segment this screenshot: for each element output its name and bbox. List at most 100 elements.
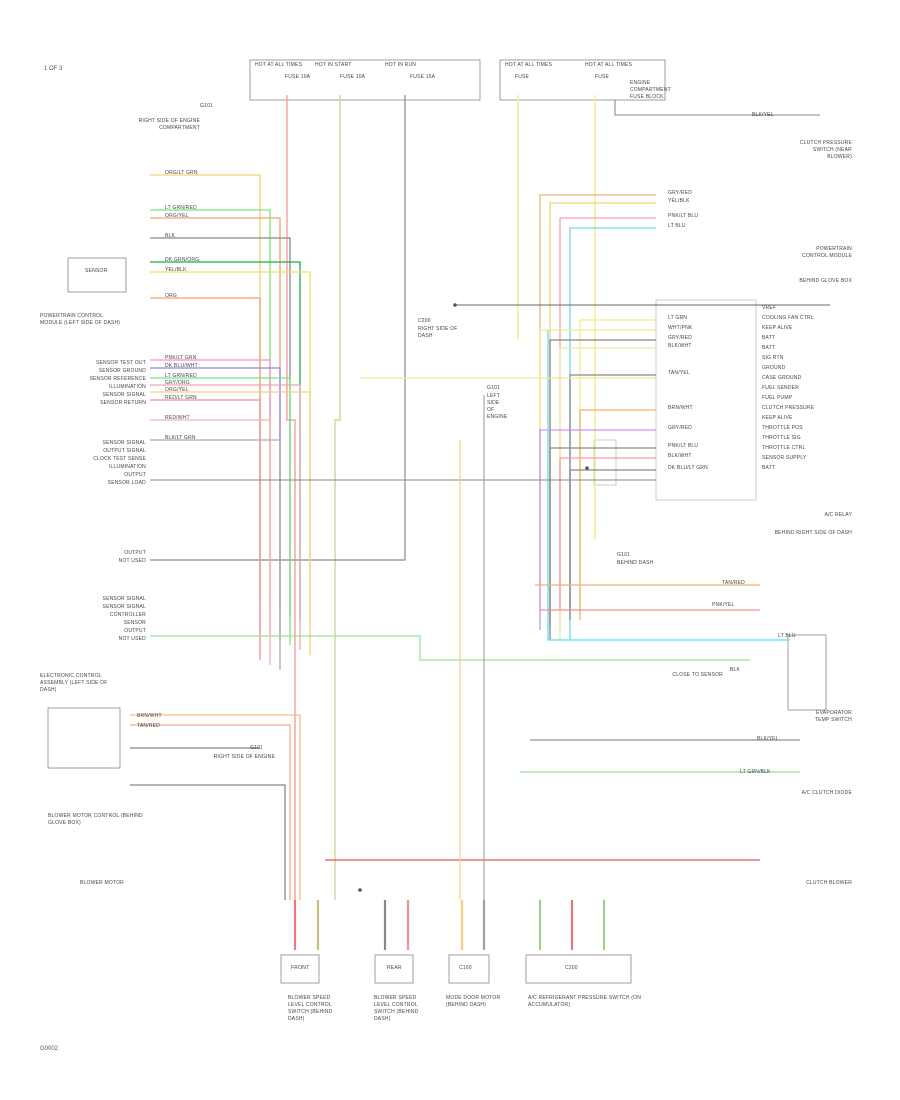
bottom-conn-caption-2: BLOWER SPEED LEVEL CONTROL SWITCH (BEHIN… xyxy=(374,995,419,1022)
wire-color-right-11: PNK/LT BLU xyxy=(668,443,699,449)
lower-right-caption: A/C CLUTCH DIODE xyxy=(801,790,852,796)
module-pin-d-4: OUTPUT xyxy=(124,628,146,634)
wire-1 xyxy=(334,95,341,900)
top-switch-desc: CLUTCH PRESSURE SWITCH (NEAR BLOWER) xyxy=(799,140,852,160)
module-pin-d-5: NOT USED xyxy=(118,636,146,642)
module-pin-b-1: OUTPUT SIGNAL xyxy=(103,448,146,454)
center-box-label: G101 xyxy=(487,385,501,391)
junction-node-2 xyxy=(585,466,589,470)
module-pin-c-0: OUTPUT xyxy=(124,550,146,556)
right-pin-3: BATT xyxy=(762,335,776,341)
ground-label: G101 xyxy=(200,103,214,109)
right-pin-10: CLUTCH PRESSURE xyxy=(762,405,815,411)
bottom-conn-label-1: FRONT xyxy=(291,965,310,971)
wire-11 xyxy=(150,271,311,625)
right-pin-5: SIG RTN xyxy=(762,355,784,361)
wire-17 xyxy=(150,391,311,655)
wire-color-right-8: TAN/YEL xyxy=(668,370,690,376)
sensor-box xyxy=(67,257,127,293)
wire-color-right-5: WHT/PNK xyxy=(668,325,693,331)
fuse-left-r2-1: FUSE 10A xyxy=(285,74,311,80)
wire-color-right-10: GRY/RED xyxy=(668,425,693,431)
lower-wire-1: BRN/WHT xyxy=(137,713,162,719)
mid-label-desc: BEHIND DASH xyxy=(617,560,654,566)
wire-15 xyxy=(150,377,291,645)
module-pin-c-1: NOT USED xyxy=(118,558,146,564)
fuse-left-r2-3: FUSE 15A xyxy=(410,74,436,80)
junction-node-1 xyxy=(453,303,457,307)
lower-module-box xyxy=(47,707,121,769)
wire-color-right-1: YEL/BLK xyxy=(668,198,690,204)
bottom-connector-box-1 xyxy=(280,954,320,984)
bottom-left-caption: BLOWER MOTOR xyxy=(80,880,124,886)
right-pin-12: THROTTLE POS xyxy=(762,425,803,431)
bottom-conn-caption-3: MODE DOOR MOTOR (BEHIND DASH) xyxy=(446,995,501,1008)
bottom-conn-label-4: C200 xyxy=(565,965,578,971)
right-pin-4: BATT xyxy=(762,345,776,351)
wire-57 xyxy=(150,635,750,661)
wire-color-left-7: PNK/LT GRN xyxy=(165,355,197,361)
module-pin-b-5: SENSOR LOAD xyxy=(107,480,146,486)
module-pin-a-2: SENSOR REFERENCE xyxy=(89,376,146,382)
wire-color-left-3: BLK xyxy=(165,233,176,239)
right-module-title: POWERTRAIN CONTROL MODULE xyxy=(802,246,852,259)
wire-28 xyxy=(569,227,656,640)
wire-35 xyxy=(539,429,656,630)
wire-0 xyxy=(286,95,296,900)
right-pin-6: GROUND xyxy=(762,365,786,371)
wire-color-right-0: GRY/RED xyxy=(668,190,693,196)
fuse-left-2: HOT IN START xyxy=(315,62,352,68)
ground-ref-desc: CLOSE TO SENSOR xyxy=(672,672,723,678)
fuse-right-1: HOT AT ALL TIMES xyxy=(505,62,553,68)
module-pin-d-0: SENSOR SIGNAL xyxy=(102,596,146,602)
wire-34 xyxy=(579,409,656,620)
fuse-left-1: HOT AT ALL TIMES xyxy=(255,62,303,68)
relay-wire-1: TAN/RED xyxy=(722,580,745,586)
mid-label: G101 xyxy=(617,552,631,558)
blower-label: BLOWER MOTOR CONTROL (BEHIND GLOVE BOX) xyxy=(48,813,143,826)
center-box-desc: LEFT SIDE OF ENGINE xyxy=(487,393,508,420)
wire-39 xyxy=(547,330,790,641)
diagram-code: G0002 xyxy=(40,1046,59,1052)
right-relay-box xyxy=(787,634,827,711)
ground-ref: BLK xyxy=(730,667,741,673)
right-pin-11: KEEP ALIVE xyxy=(762,415,793,421)
module-pin-b-2: CLOCK TEST SENSE xyxy=(93,456,146,462)
wire-19 xyxy=(150,419,271,665)
fuse-left-r2-2: FUSE 10A xyxy=(340,74,366,80)
wire-27 xyxy=(559,217,656,630)
wire-18 xyxy=(150,399,261,660)
wire-21 xyxy=(130,714,301,900)
bottom-right-caption: CLUTCH BLOWER xyxy=(806,880,852,886)
lower-wire-2: TAN/RED xyxy=(137,723,160,729)
bottom-connector-box-3 xyxy=(448,954,490,984)
wire-color-left-8: DK BLU/WHT xyxy=(165,363,198,369)
bottom-conn-caption-4: A/C REFRIGERANT PRESSURE SWITCH (ON ACCU… xyxy=(528,995,642,1008)
wire-color-right-13: DK BLU/LT GRN xyxy=(668,465,708,471)
wire-color-left-9: LT GRN/RED xyxy=(165,373,197,379)
right-pin-9: FUEL PUMP xyxy=(762,395,793,401)
fuse-right-2: HOT AT ALL TIMES xyxy=(585,62,633,68)
bottom-conn-label-2: REAR xyxy=(387,965,402,971)
wire-16 xyxy=(150,384,301,650)
module-pin-b-3: ILLUMINATION xyxy=(108,464,146,470)
right-pin-8: FUEL SENDER xyxy=(762,385,800,391)
bottom-conn-label-3: C100 xyxy=(459,965,472,971)
relay-desc: BEHIND RIGHT SIDE OF DASH xyxy=(774,530,852,536)
right-pin-2: KEEP ALIVE xyxy=(762,325,793,331)
fuse-right-r2-2: FUSE xyxy=(595,74,610,80)
wire-color-right-3: LT BLU xyxy=(668,223,686,229)
wire-color-left-2: ORG/YEL xyxy=(165,213,189,219)
wire-color-left-10: GRY/ORG xyxy=(165,380,190,386)
lower-ground: G101 xyxy=(250,745,264,751)
right-pin-15: SENSOR SUPPLY xyxy=(762,455,807,461)
right-module-box xyxy=(655,299,757,501)
bottom-connector-box-4 xyxy=(525,954,632,984)
wire-color-right-12: BLK/WHT xyxy=(668,453,692,459)
wire-color-right-7: BLK/WHT xyxy=(668,343,692,349)
page-label: 1 OF 3 xyxy=(44,66,63,72)
wire-color-left-1: LT GRN/RED xyxy=(165,205,197,211)
wire-color-left-5: YEL/BLK xyxy=(165,267,187,273)
wire-color-right-2: PNK/LT BLU xyxy=(668,213,699,219)
wire-22 xyxy=(130,724,291,900)
